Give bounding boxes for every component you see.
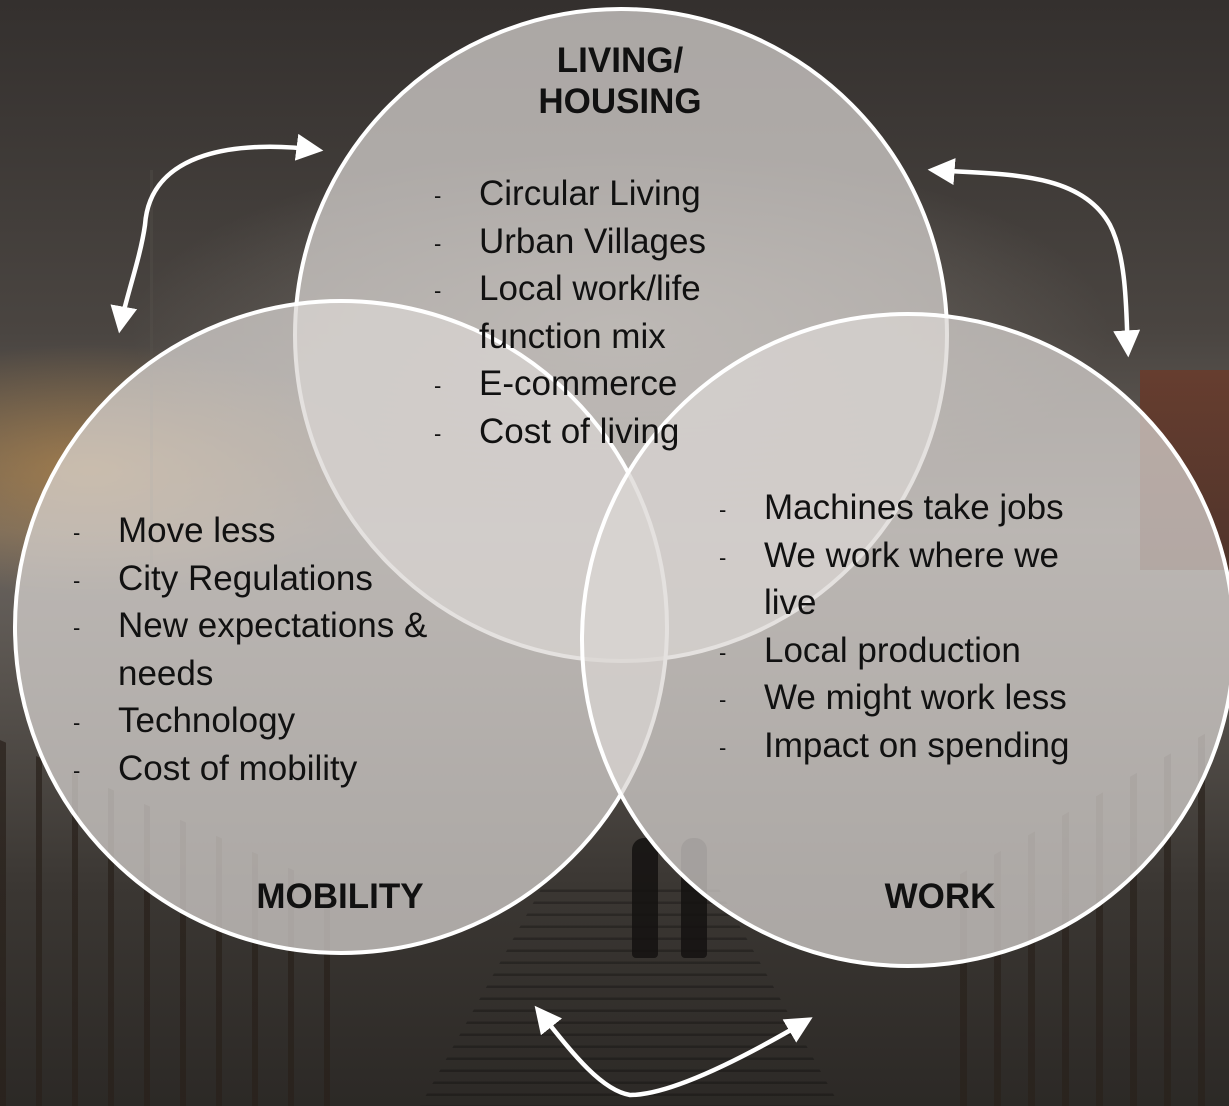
living-title-line1: LIVING/ xyxy=(556,41,684,80)
list-item: Technology xyxy=(73,697,503,746)
list-item: New expectations & needs xyxy=(73,602,498,697)
list-item: Circular Living xyxy=(434,170,794,219)
list-item: We might work less xyxy=(719,674,1139,723)
living-housing-list: Circular Living Urban Villages Local wor… xyxy=(434,170,794,457)
list-item: Cost of living xyxy=(434,408,794,456)
arrow-living-mobility xyxy=(110,133,324,334)
list-item: Machines take jobs xyxy=(719,484,1139,533)
list-item: City Regulations xyxy=(73,555,503,603)
list-item: Local work/life function mix xyxy=(434,265,759,360)
work-title: WORK xyxy=(884,877,996,916)
mobility-list: Move less City Regulations New expectati… xyxy=(73,507,503,794)
work-list: Machines take jobs We work where we live… xyxy=(719,484,1139,771)
list-item: Urban Villages xyxy=(434,218,794,266)
list-item: E-commerce xyxy=(434,360,794,409)
list-item: Move less xyxy=(73,507,503,556)
list-item: We work where we live xyxy=(719,532,1114,627)
living-title-line2: HOUSING xyxy=(538,82,702,121)
living-housing-title: LIVING/ HOUSING xyxy=(470,40,770,122)
list-item: Cost of mobility xyxy=(73,745,503,793)
arrow-living-work xyxy=(927,158,1141,358)
list-item: Impact on spending xyxy=(719,722,1139,770)
arrow-mobility-work xyxy=(534,1005,813,1098)
list-item: Local production xyxy=(719,627,1139,675)
mobility-title: MOBILITY xyxy=(256,877,424,916)
